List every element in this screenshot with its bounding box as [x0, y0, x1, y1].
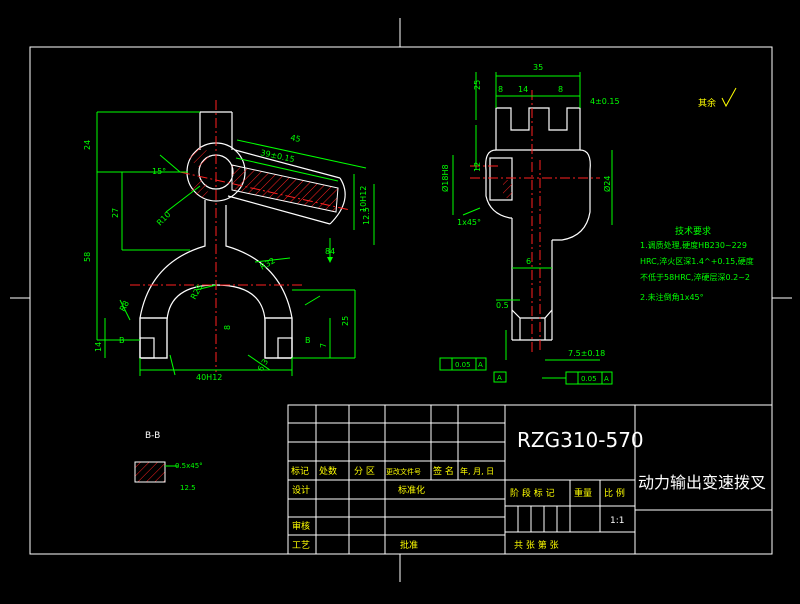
tech-line-1: 1.调质处理,硬度HB230~229 [640, 240, 747, 250]
weight-label: 重量 [574, 487, 592, 499]
dim-35: 35 [533, 63, 543, 72]
datum-a-marker: A [493, 371, 507, 383]
dim-6: 6 [526, 257, 531, 266]
dim-8a: 8 [498, 85, 503, 94]
dim-27: 27 [111, 208, 120, 218]
dim-45: 45 [290, 133, 302, 144]
front-view-outline [139, 111, 346, 359]
dim-4: 4±0.15 [590, 97, 620, 106]
header-count: 处数 [319, 465, 337, 477]
process-label: 工艺 [292, 540, 310, 551]
dim-12-5: 12.5 [362, 207, 371, 225]
side-view: 35 8 14 8 4±0.15 25 12 Ø18H8 Ø24 6 0.5 1… [439, 63, 620, 385]
front-view-section-hatch [231, 164, 339, 213]
roughness-symbol [721, 87, 737, 108]
roughness-note: 其余 [698, 87, 737, 109]
tech-line-3: 不低于58HRC,淬硬层深0.2~2 [640, 272, 750, 282]
standardize-label: 标准化 [398, 484, 425, 496]
header-file: 更改文件号 [386, 467, 421, 476]
dim-1x45: 1x45° [457, 218, 481, 227]
section-width: 12.5 [180, 484, 196, 492]
side-view-centerlines [470, 90, 600, 352]
dim-14-side: 14 [518, 85, 528, 94]
tech-line-4: 2.未注倒角1x45° [640, 292, 704, 302]
tolerance-frame-right: 0.05 A [565, 371, 613, 385]
dim-40h12: 40H12 [196, 373, 222, 382]
svg-text:A: A [497, 374, 502, 382]
roughness-label: 其余 [698, 97, 716, 109]
dim-0-5: 0.5 [496, 301, 509, 310]
dim-58: 58 [83, 252, 92, 262]
sheets-label: 共 张 第 张 [514, 539, 559, 551]
dim-12-side: 12 [473, 162, 482, 172]
dim-84: 84 [325, 247, 335, 256]
dim-25: 25 [341, 316, 350, 326]
dim-8b: 8 [558, 85, 563, 94]
tol-value-left: 0.05 [455, 361, 471, 369]
dim-18h8: Ø18H8 [440, 164, 450, 192]
title-block [287, 404, 773, 555]
header-mark: 标记 [291, 465, 309, 477]
scale-label: 比 例 [604, 487, 625, 499]
tol-datum-left: A [478, 361, 483, 369]
dim-8: 8 [223, 325, 232, 330]
design-label: 设计 [292, 484, 310, 496]
side-view-outline [485, 107, 591, 341]
header-zone: 分 区 [354, 466, 375, 477]
tolerance-frame-left: 0.05 A [439, 357, 487, 371]
part-name: 动力输出变速拨叉 [638, 473, 766, 492]
dim-24: 24 [83, 140, 92, 150]
title-block-text: RZG310-570 动力输出变速拨叉 标记 处数 分 区 更改文件号 签 名 … [291, 428, 766, 551]
tech-requirements: 技术要求 1.调质处理,硬度HB230~229 HRC,淬火区深1.4^+0.1… [640, 225, 754, 302]
tech-title: 技术要求 [675, 225, 711, 237]
dim-10h12: 10H12 [359, 186, 368, 212]
tol-datum-right: A [604, 375, 609, 383]
front-view: 45 39±0.15 15° 24 27 58 14 8 25 7 40H12 … [83, 100, 375, 382]
front-view-dims [96, 111, 375, 376]
dim-r10: R10 [155, 210, 173, 228]
dim-6-3: 6.3 [256, 357, 270, 373]
dim-7: 7 [319, 343, 328, 348]
dim-b-left: B [119, 336, 125, 345]
dim-7-5: 7.5±0.18 [568, 349, 605, 358]
approve-label: 批准 [400, 539, 418, 551]
stage-label: 阶 段 标 记 [510, 487, 555, 499]
side-view-dims [452, 72, 613, 379]
dim-15deg: 15° [152, 167, 166, 176]
header-date: 年, 月, 日 [460, 466, 494, 476]
section-chamfer: 0.5x45° [175, 462, 203, 470]
tol-value-right: 0.05 [581, 375, 597, 383]
tech-line-2: HRC,淬火区深1.4^+0.15,硬度 [640, 256, 754, 266]
review-label: 审核 [292, 520, 310, 532]
dim-14: 14 [94, 342, 103, 352]
section-b-b: B-B 0.5x45° 12.5 [134, 431, 203, 492]
dim-b-right: B [305, 336, 311, 345]
header-sign: 签 名 [433, 465, 454, 477]
section-hatch [134, 461, 166, 483]
dim-r8: R8 [118, 299, 131, 313]
drawing-number: RZG310-570 [517, 428, 644, 452]
dim-24-side: Ø24 [602, 176, 612, 192]
dim-25-side: 25 [473, 80, 482, 90]
section-label: B-B [145, 431, 160, 441]
scale-value: 1:1 [610, 516, 624, 526]
